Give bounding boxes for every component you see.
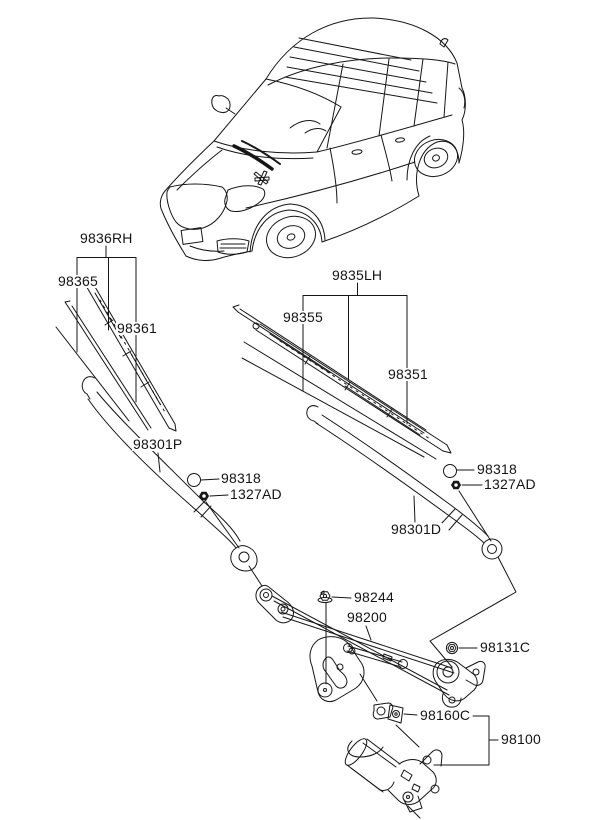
- pivot-cap-passenger: [187, 473, 201, 487]
- part-label-98361: 98361: [116, 320, 158, 336]
- wiper-motor: [344, 738, 443, 819]
- wiper-blade-rh: [55, 275, 177, 432]
- linkage-nut: [317, 590, 333, 603]
- part-label-1327ad-left: 1327AD: [229, 486, 283, 502]
- part-label-1327ad-right: 1327AD: [483, 476, 537, 492]
- side-mirror: [211, 95, 236, 115]
- part-label-98301p: 98301P: [132, 436, 184, 452]
- part-label-9835lh: 9835LH: [331, 267, 384, 283]
- windshield-wiper-marks: [232, 140, 281, 186]
- part-label-98244: 98244: [353, 589, 395, 605]
- part-label-98318-right: 98318: [476, 461, 518, 477]
- part-label-98301d: 98301D: [390, 521, 443, 537]
- motor-clamp: [372, 702, 404, 724]
- crank-nut: [445, 641, 459, 655]
- vehicle-illustration: [159, 17, 466, 261]
- wiper-linkage: [255, 584, 486, 708]
- front-wheel: [266, 215, 316, 259]
- part-label-98100: 98100: [500, 731, 542, 747]
- wiper-blade-lh: [232, 304, 452, 460]
- pivot-cap-driver: [443, 464, 457, 478]
- part-label-98131c: 98131C: [479, 639, 532, 655]
- pivot-nut-driver: [451, 480, 461, 490]
- vehicle-grille: [166, 183, 228, 230]
- rear-wheel: [413, 138, 459, 178]
- part-label-98318-left: 98318: [220, 470, 262, 486]
- part-label-98355: 98355: [282, 309, 324, 325]
- pivot-nut-passenger: [199, 491, 209, 501]
- wiper-arm-driver: [306, 405, 503, 560]
- part-label-98160c: 98160C: [419, 707, 472, 723]
- wiper-arm-passenger: [81, 376, 258, 572]
- part-label-98200: 98200: [346, 609, 388, 625]
- part-label-98365: 98365: [57, 273, 99, 289]
- part-label-98351: 98351: [387, 366, 429, 382]
- part-label-9836rh: 9836RH: [79, 230, 134, 246]
